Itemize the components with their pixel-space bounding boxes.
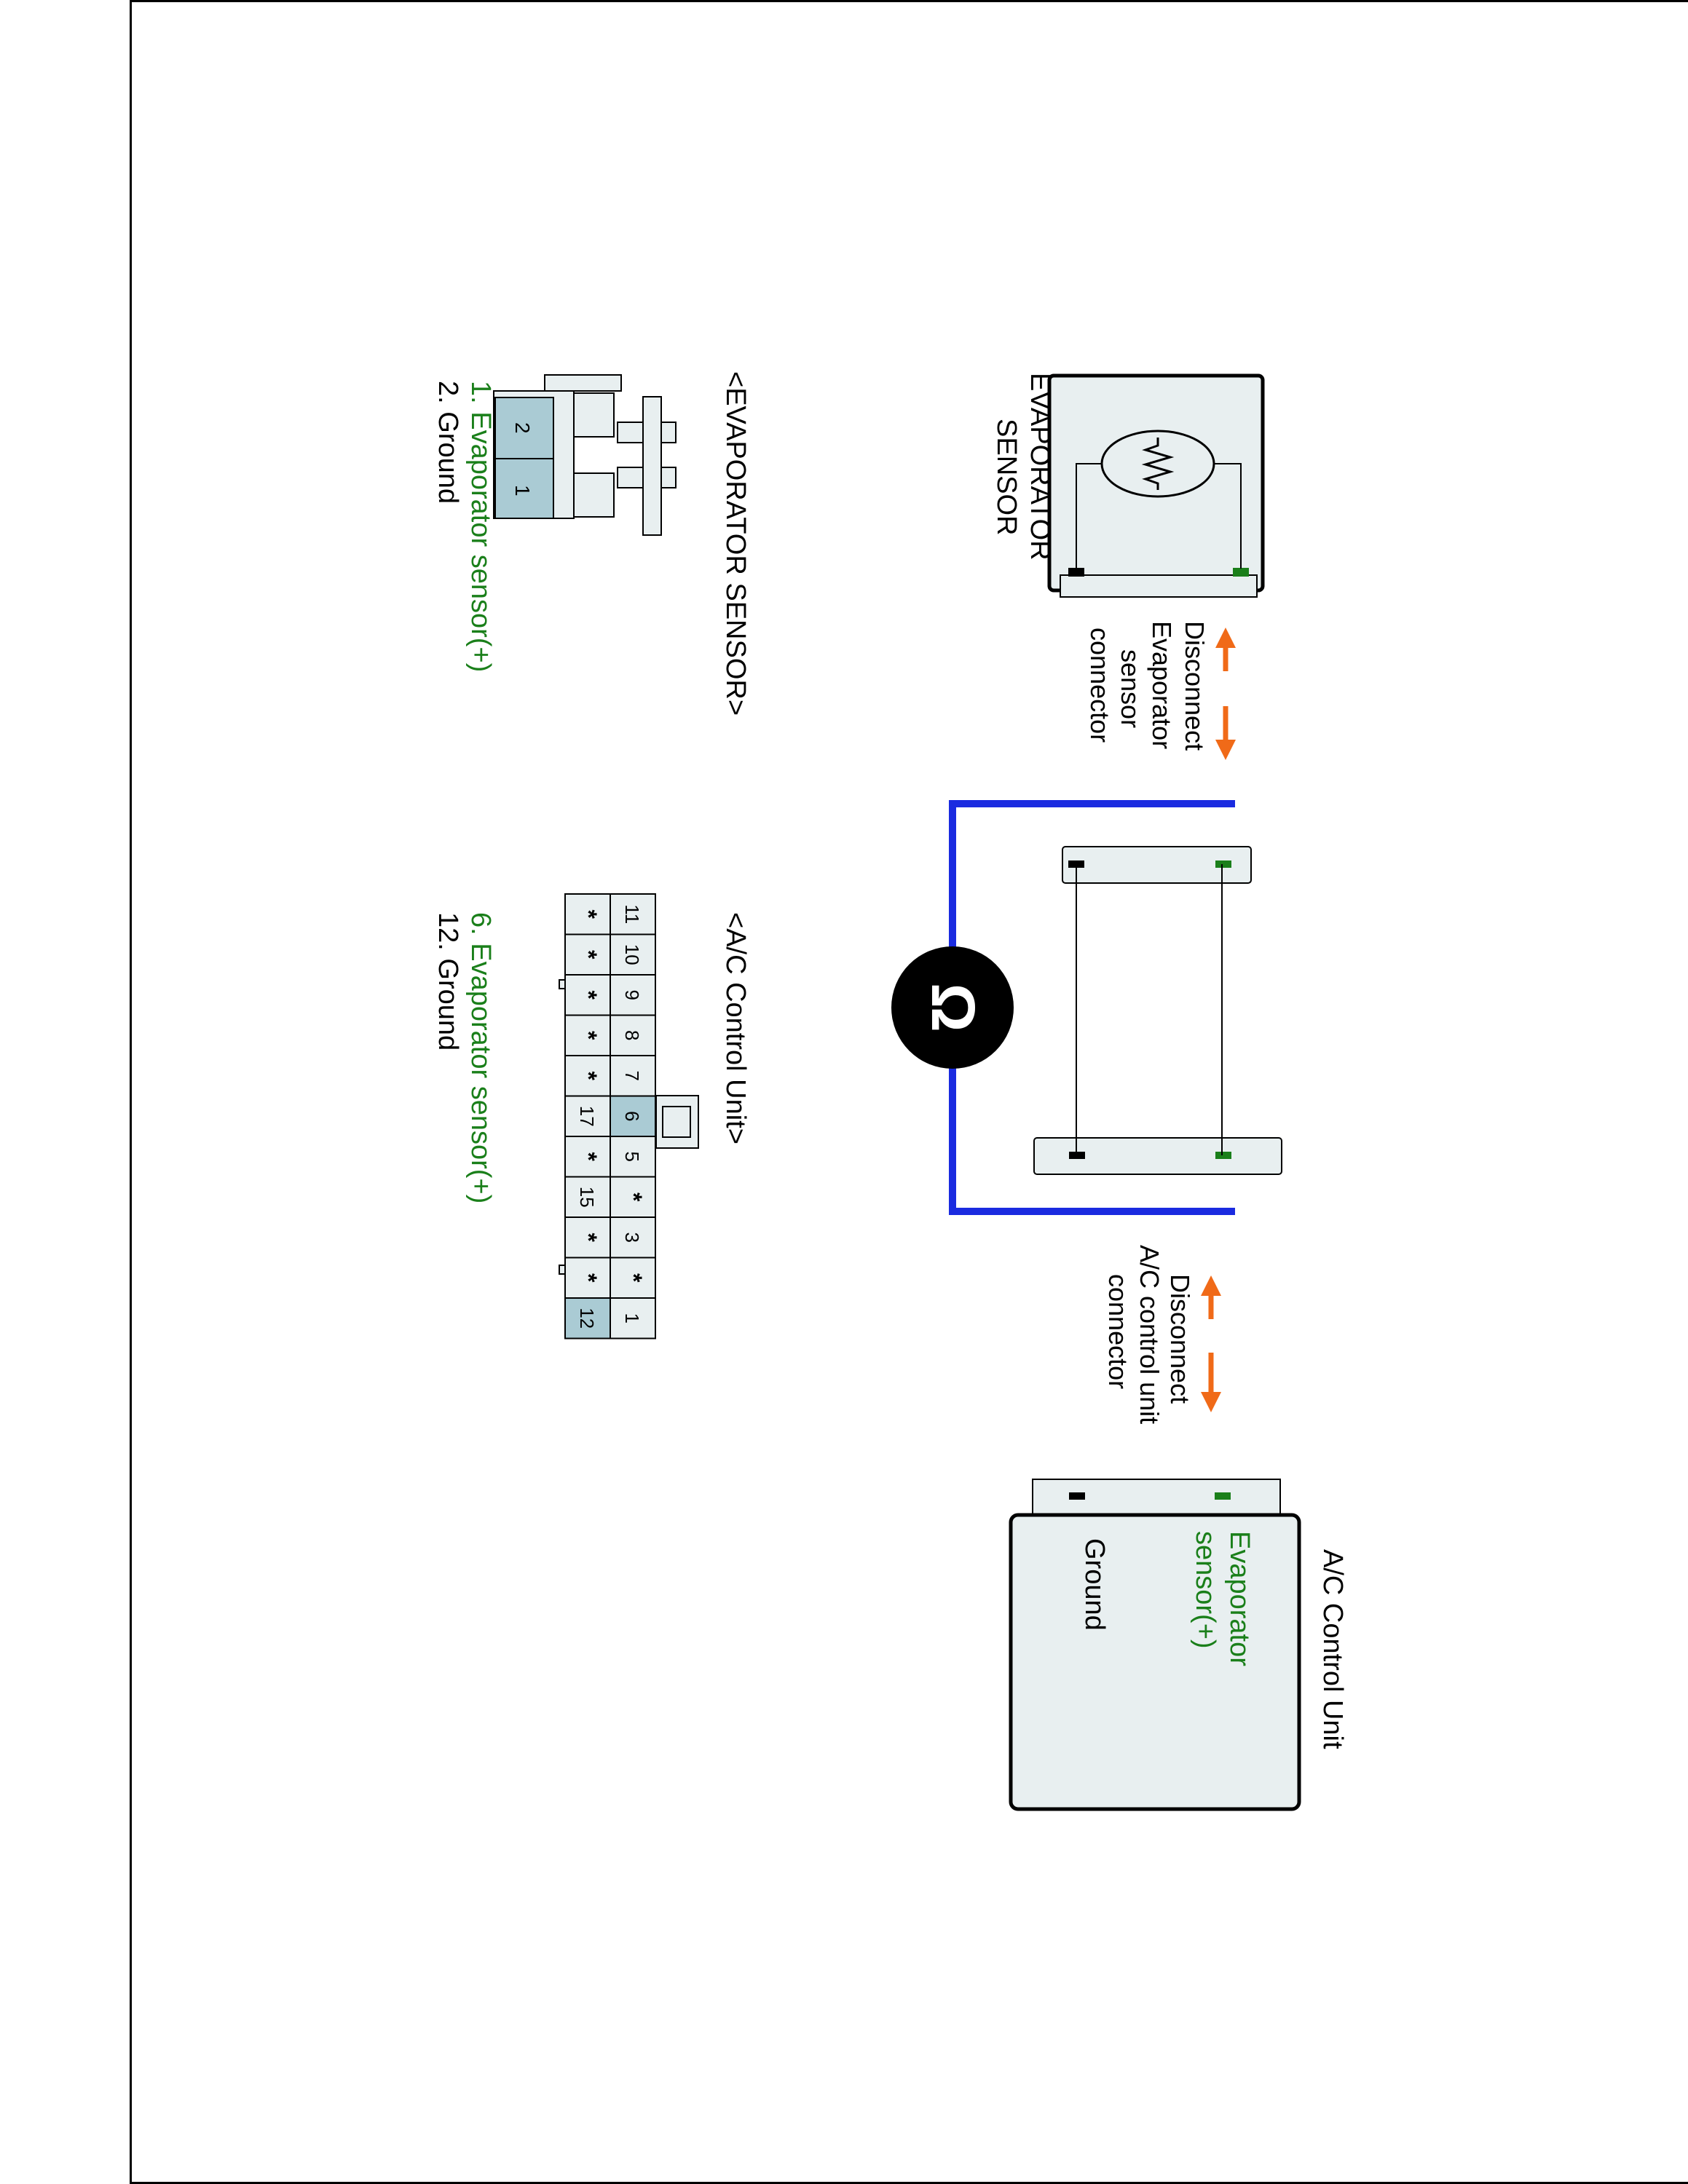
ac-pin-label: * xyxy=(575,910,602,919)
ohmmeter-symbol: Ω xyxy=(919,983,987,1032)
disconnect-evap-line1: Disconnect xyxy=(1180,621,1210,751)
ac-pin-label: 10 xyxy=(621,944,643,965)
ac-pin-cell xyxy=(564,1297,611,1340)
ohmmeter-icon: Ω xyxy=(891,946,1014,1069)
evaporator-sensor-box: EVAPORATOR SENSOR xyxy=(991,373,1265,598)
ac-connector-face: 11 10 9 8 7 6 5 * 3 * 1 * * * * * 17 * 15 * * 12 xyxy=(559,893,699,1340)
evap-pin-label-1: 1 xyxy=(511,485,534,496)
ac-pin-grid: 11 10 9 8 7 6 5 * 3 * 1 * * * * * 17 * 15 * * 12 xyxy=(564,893,656,1340)
evap-sensor-label-line1: EVAPORATOR xyxy=(1025,373,1055,561)
ac-pin-label: 9 xyxy=(621,990,643,1000)
ac-pin-label: * xyxy=(575,1233,602,1243)
ac-pin-label: * xyxy=(575,1273,602,1283)
evap-pin-sensor-plus xyxy=(1233,568,1249,577)
disconnect-ac-group: Disconnect A/C control unit connector xyxy=(1103,1245,1221,1424)
ac-pin-label: 8 xyxy=(621,1030,643,1040)
ac-unit-ground-label: Ground xyxy=(1079,1538,1110,1631)
disconnect-evap-line3: sensor xyxy=(1116,649,1145,728)
test-harness: Ω xyxy=(891,800,1282,1215)
ac-pin-label: * xyxy=(575,950,602,960)
harness-connector-left xyxy=(1062,846,1252,884)
ac-pin-label: 3 xyxy=(621,1233,643,1243)
evap-pin-label-2: 2 xyxy=(511,422,534,434)
ac-pin-label: * xyxy=(620,1273,647,1283)
ac-pin-label: * xyxy=(620,1192,647,1202)
disconnect-evap-line4: connector xyxy=(1085,628,1115,743)
ac-pin-label: 5 xyxy=(621,1152,643,1162)
disconnect-evap-group: Disconnect Evaporator sensor connector xyxy=(1085,621,1236,760)
ac-pin-label: 1 xyxy=(621,1313,643,1324)
ac-pin-label: * xyxy=(575,1031,602,1040)
ac-pin-sensor-plus xyxy=(1215,1492,1231,1500)
ac-pin-label: * xyxy=(575,1072,602,1081)
evap-sensor-label-line2: SENSOR xyxy=(991,419,1022,535)
disconnect-evap-line2: Evaporator xyxy=(1147,621,1177,749)
ac-legend-12: 12. Ground xyxy=(433,912,463,1051)
ac-legend-6: 6. Evaporator sensor(+) xyxy=(465,912,496,1203)
ac-pin-label: 7 xyxy=(621,1071,643,1081)
evap-legend-2: 2. Ground xyxy=(433,381,463,504)
ac-control-unit-box: A/C Control Unit Evaporator sensor(+) Gr… xyxy=(1009,1479,1348,1811)
ac-connector-title: <A/C Control Unit> xyxy=(720,912,751,1144)
ac-unit-sensor-label-line1: Evaporator xyxy=(1224,1531,1255,1666)
evap-legend-1: 1. Evaporator sensor(+) xyxy=(465,381,496,672)
ac-pin-label: 15 xyxy=(576,1187,598,1208)
resistor-symbol xyxy=(1076,430,1242,569)
disconnect-ac-line2: A/C control unit xyxy=(1135,1245,1164,1424)
evap-pin-ground xyxy=(1068,568,1084,577)
ac-pin-label: * xyxy=(575,991,602,1000)
ac-pin-label: 11 xyxy=(621,904,643,924)
evap-connector-face xyxy=(493,374,677,536)
evap-connector-title: <EVAPORATOR SENSOR> xyxy=(720,371,751,716)
page-frame xyxy=(130,0,1688,2184)
ac-unit-title: A/C Control Unit xyxy=(1317,1549,1348,1749)
ac-connector-view: <A/C Control Unit> 11 10 9 8 7 6 5 * 3 * 1 * * * * * 17 *… xyxy=(433,893,751,1340)
ac-pin-label: 12 xyxy=(576,1307,598,1329)
ac-pin-label: * xyxy=(575,1152,602,1162)
disconnect-ac-line1: Disconnect xyxy=(1165,1274,1195,1404)
ac-pin-ground xyxy=(1069,1492,1085,1500)
disconnect-ac-line3: connector xyxy=(1103,1274,1133,1389)
ac-unit-sensor-label-line2: sensor(+) xyxy=(1190,1531,1220,1649)
harness-connector-right xyxy=(1033,1137,1282,1175)
evap-connector-view: <EVAPORATOR SENSOR> 2 1 1. Evaporator se… xyxy=(433,371,751,716)
ac-pin-label: 17 xyxy=(576,1106,598,1127)
ac-pin-label: 6 xyxy=(621,1111,643,1121)
